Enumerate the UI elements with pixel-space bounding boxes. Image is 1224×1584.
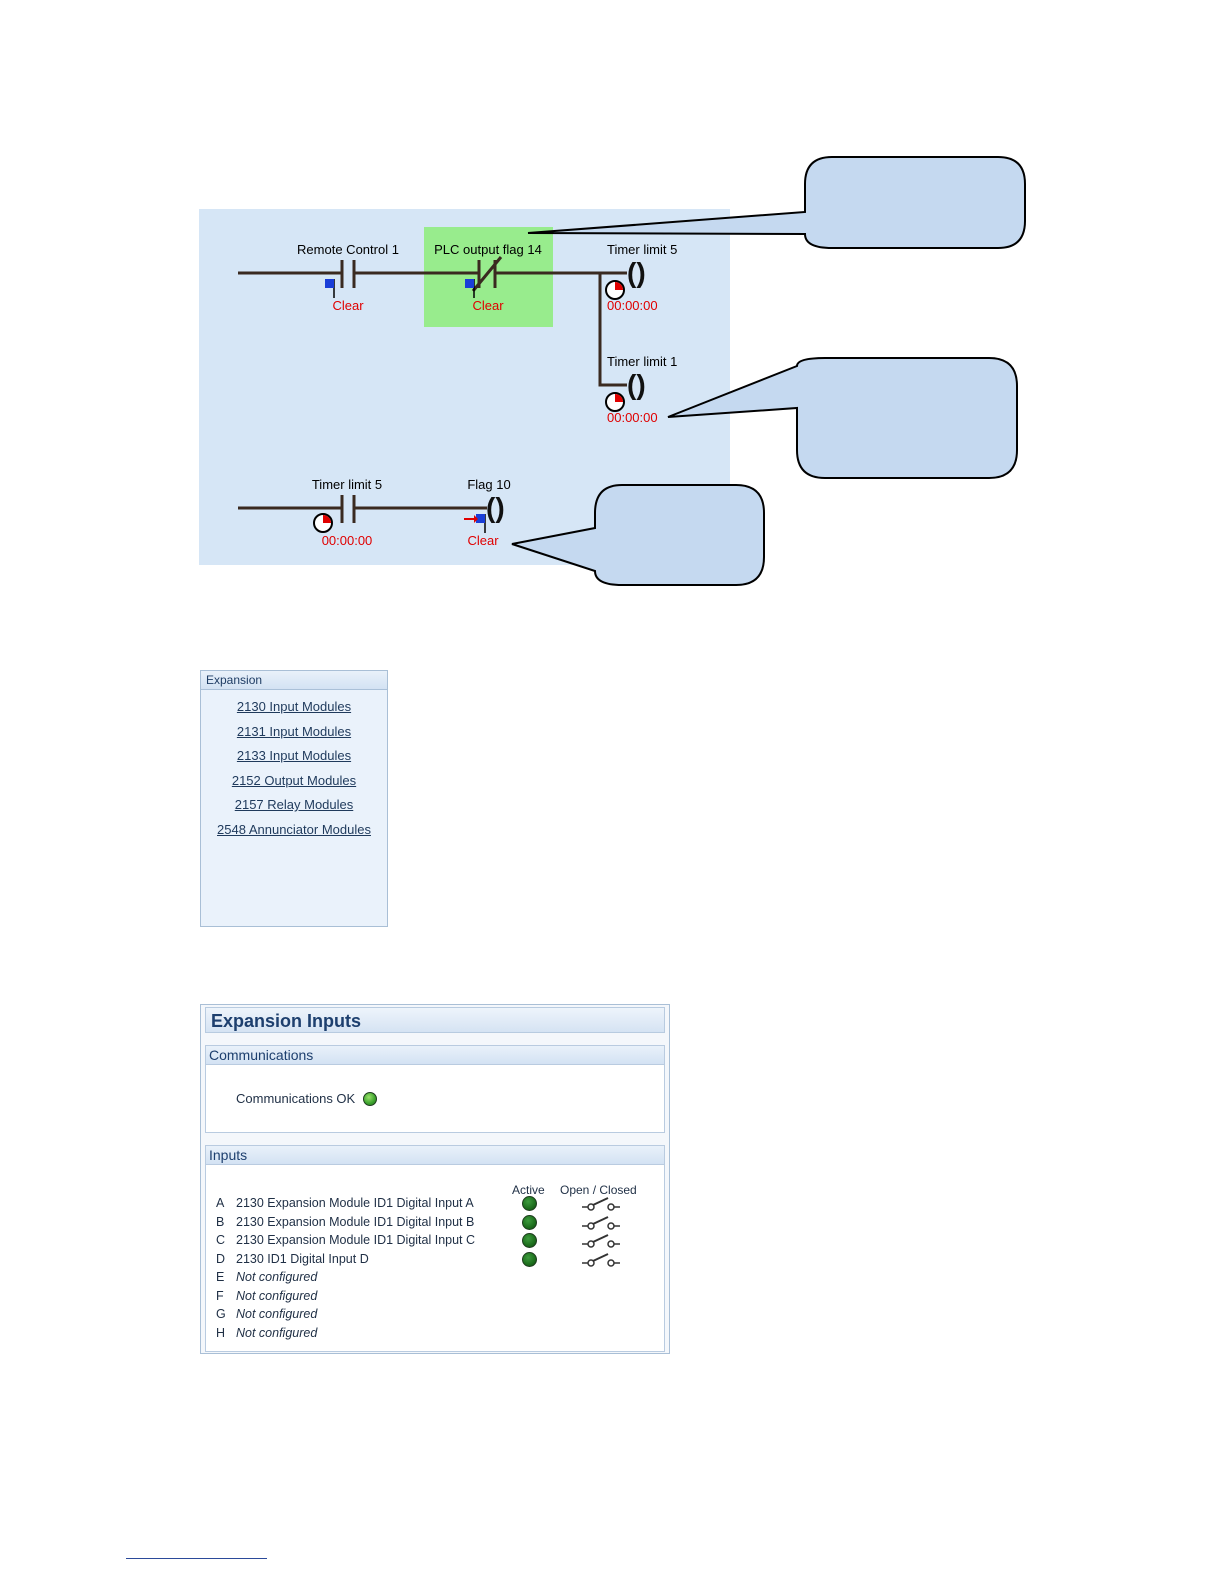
- timer-value: 00:00:00: [607, 410, 658, 425]
- link-2157-relay-modules[interactable]: 2157 Relay Modules: [234, 797, 354, 812]
- switch-open-icon: [582, 1197, 620, 1211]
- switch-open-icon: [582, 1234, 620, 1248]
- timer-clock-icon: [605, 392, 625, 412]
- flag-icon: [325, 279, 335, 298]
- footer-rule: [126, 1558, 267, 1559]
- contact-timer-limit-5[interactable]: [340, 495, 356, 523]
- callout-top: [527, 156, 1026, 249]
- input-name: 2130 Expansion Module ID1 Digital Input …: [236, 1233, 476, 1247]
- link-2131-input-modules[interactable]: 2131 Input Modules: [236, 723, 352, 739]
- coil-flag-10[interactable]: (): [486, 492, 505, 523]
- link-2152-output-modules[interactable]: 2152 Output Modules: [231, 772, 357, 788]
- inputs-section: Inputs Active Open / Closed A 2130 Expan…: [205, 1145, 665, 1352]
- callout-middle: [667, 357, 1018, 479]
- input-letter: C: [216, 1233, 226, 1247]
- coil-timer-limit-1[interactable]: (): [627, 369, 646, 400]
- input-name: 2130 ID1 Digital Input D: [236, 1251, 369, 1266]
- coil-status: Clear: [467, 533, 499, 548]
- expansion-inputs-title: Expansion Inputs: [205, 1007, 665, 1033]
- communications-section: Communications Communications OK: [205, 1045, 665, 1133]
- link-2548-annunciator-modules[interactable]: 2548 Annunciator Modules: [217, 821, 371, 837]
- expansion-inputs-panel: Expansion Inputs Communications Communic…: [200, 1004, 670, 1354]
- expansion-links: 2130 Input Modules 2131 Input Modules 21…: [201, 690, 387, 845]
- contact-status: Clear: [472, 298, 504, 313]
- timer-clock-icon: [313, 513, 333, 533]
- flag-icon: [464, 514, 486, 533]
- ladder-diagram-svg: () () () Remote Contr: [199, 156, 1026, 586]
- communications-status-label: Communications OK: [236, 1091, 356, 1106]
- contact-plc-output-flag-14[interactable]: [471, 256, 503, 292]
- contact-label: Remote Control 1: [297, 242, 399, 257]
- expansion-panel-header: Expansion: [201, 671, 387, 690]
- input-letter: E: [216, 1270, 225, 1284]
- switch-open-icon: [582, 1215, 620, 1230]
- column-header-open-closed: Open / Closed: [560, 1183, 637, 1197]
- input-letter: A: [216, 1196, 225, 1210]
- status-led-icon: [363, 1091, 378, 1106]
- active-led-icon: [522, 1214, 537, 1230]
- link-2133-input-modules[interactable]: 2133 Input Modules: [236, 748, 352, 763]
- input-name: Not configured: [236, 1307, 318, 1321]
- input-letter: H: [216, 1325, 226, 1340]
- callout-bottom: [511, 484, 765, 586]
- coil-label: Timer limit 1: [607, 354, 677, 369]
- input-letter: B: [216, 1214, 225, 1229]
- svg-text:(): (): [486, 492, 505, 523]
- flag-icon: [465, 279, 475, 298]
- ladder-diagram-area: () () () Remote Contr: [0, 0, 1224, 620]
- timer-value: 00:00:00: [322, 533, 373, 548]
- input-name: Not configured: [236, 1270, 318, 1284]
- input-name: Not configured: [236, 1325, 318, 1340]
- coil-label: Timer limit 5: [607, 242, 677, 257]
- selected-contact-highlight: [424, 227, 553, 327]
- switch-open-icon: [582, 1252, 620, 1267]
- link-2130-input-modules[interactable]: 2130 Input Modules: [236, 699, 352, 714]
- input-letter: F: [216, 1288, 224, 1303]
- contact-label: PLC output flag 14: [434, 242, 542, 257]
- input-name: 2130 Expansion Module ID1 Digital Input …: [236, 1214, 475, 1229]
- communications-header: Communications: [206, 1046, 664, 1065]
- inputs-header: Inputs: [206, 1146, 664, 1165]
- contact-status: Clear: [332, 298, 364, 313]
- contact-remote-control-1[interactable]: [340, 260, 356, 288]
- active-led-icon: [522, 1196, 537, 1211]
- active-led-icon: [522, 1251, 537, 1267]
- expansion-panel: Expansion 2130 Input Modules 2131 Input …: [200, 670, 388, 927]
- communications-status: Communications OK: [236, 1091, 378, 1106]
- coil-timer-limit-5[interactable]: (): [627, 257, 646, 288]
- input-letter: D: [216, 1251, 226, 1266]
- timer-value: 00:00:00: [607, 298, 658, 313]
- active-led-icon: [522, 1233, 537, 1248]
- column-header-active: Active: [512, 1183, 545, 1197]
- input-name: 2130 Expansion Module ID1 Digital Input …: [236, 1196, 474, 1210]
- svg-text:(): (): [627, 369, 646, 400]
- input-name: Not configured: [236, 1288, 318, 1303]
- timer-clock-icon: [605, 280, 625, 300]
- coil-label: Flag 10: [467, 477, 510, 492]
- svg-text:(): (): [627, 257, 646, 288]
- rung1-wires: [238, 271, 627, 387]
- contact-label: Timer limit 5: [312, 477, 382, 492]
- input-letter: G: [216, 1307, 226, 1321]
